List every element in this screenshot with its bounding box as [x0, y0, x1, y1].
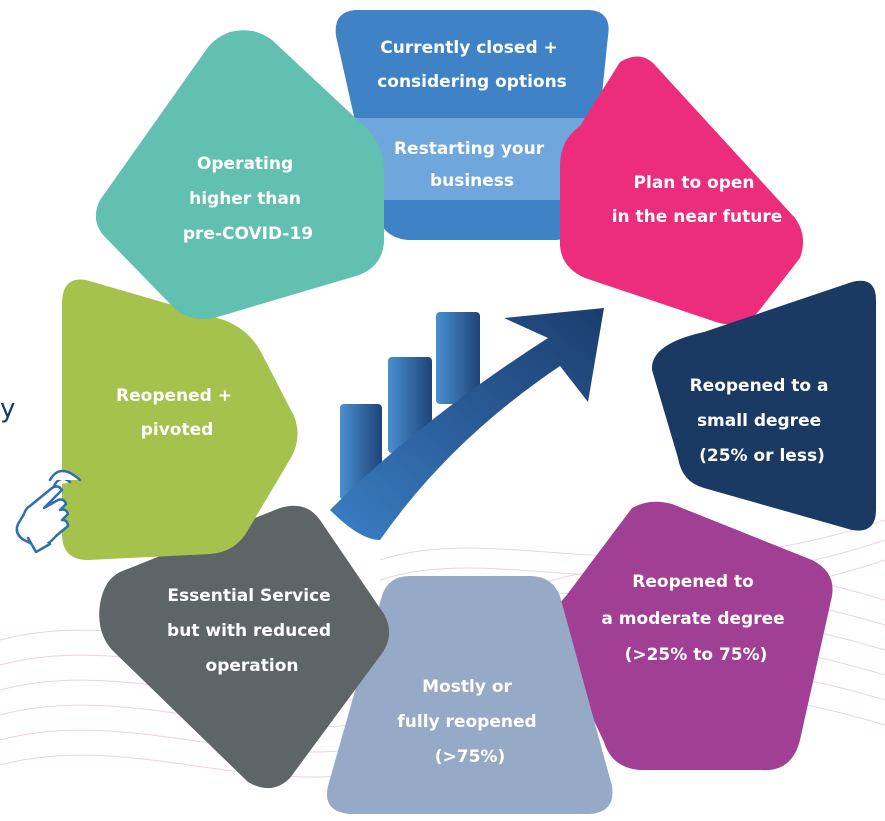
- segment-reopened-small[interactable]: Reopened to a small degree (25% or less): [651, 280, 876, 531]
- segment-plan-to-open[interactable]: Plan to open in the near future: [560, 56, 804, 325]
- segment-plan-to-open-label: Plan to open in the near future: [612, 173, 783, 227]
- growth-bar-3: [436, 312, 480, 404]
- segment-operating-higher-label: Operating higher than pre-COVID-19: [183, 154, 313, 244]
- segment-restarting-business[interactable]: Restarting your business: [353, 118, 595, 200]
- segment-restarting-business-band: [353, 118, 595, 200]
- segment-mostly-reopened[interactable]: Mostly or fully reopened (>75%): [326, 576, 613, 814]
- segment-reopened-pivoted[interactable]: Reopened + pivoted: [62, 279, 298, 561]
- segment-reopened-moderate-label: Reopened to a moderate degree (>25% to 7…: [601, 572, 790, 665]
- segment-reopened-pivoted-label: Reopened + pivoted: [116, 386, 238, 440]
- pointing-hand-icon[interactable]: [15, 469, 82, 554]
- segment-currently-closed-label: Currently closed + considering options: [377, 38, 567, 92]
- segment-plan-to-open-shape: [560, 56, 804, 325]
- segment-mostly-reopened-shape: [326, 576, 613, 814]
- segment-essential-service[interactable]: Essential Service but with reduced opera…: [99, 505, 390, 789]
- growth-bar-chart-arrow-icon: [330, 308, 604, 540]
- segment-essential-service-label: Essential Service but with reduced opera…: [167, 586, 337, 676]
- segment-mostly-reopened-label: Mostly or fully reopened (>75%): [397, 677, 542, 767]
- segment-reopened-small-label: Reopened to a small degree (25% or less): [690, 376, 835, 466]
- segment-reopened-pivoted-shape: [62, 279, 298, 560]
- segment-essential-service-shape: [99, 505, 390, 789]
- segment-reopened-small-shape: [651, 280, 876, 531]
- segment-reopened-moderate[interactable]: Reopened to a moderate degree (>25% to 7…: [553, 501, 833, 771]
- segment-reopened-moderate-shape: [553, 501, 833, 771]
- segment-restarting-business-label: Restarting your business: [394, 139, 550, 191]
- growth-arrow: [330, 308, 604, 540]
- segment-operating-higher[interactable]: Operating higher than pre-COVID-19: [95, 30, 384, 319]
- cropped-text-fragment: y: [0, 394, 15, 424]
- segment-operating-higher-shape: [95, 30, 384, 319]
